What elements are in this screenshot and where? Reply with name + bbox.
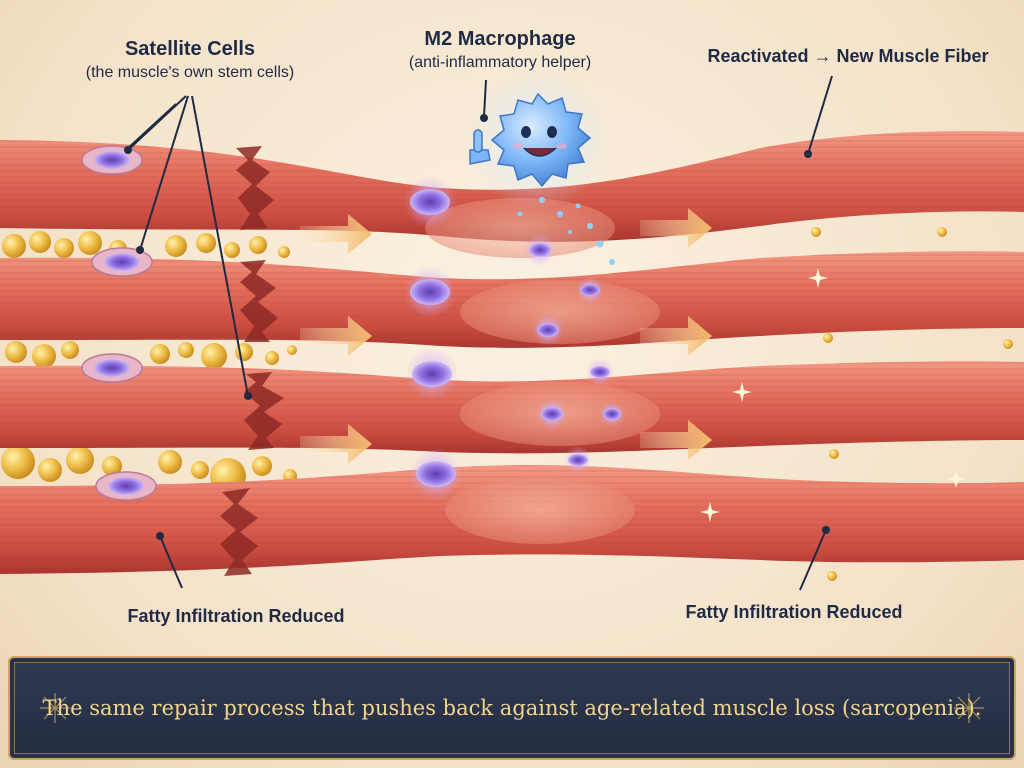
right-arrow-icon [640,316,712,356]
smiling-macrophage-icon [468,70,608,210]
fatty-infiltration-left-label: Fatty Infiltration Reduced [127,606,345,626]
fat-dots-right [811,227,1013,581]
signal-particles [517,197,615,265]
macrophage-title: M2 Macrophage [424,28,576,50]
right-arrow-icon [640,420,712,460]
right-arrow-icon [300,316,372,356]
satellite-cells-dormant [81,145,157,501]
summary-banner: The same repair process that pushes back… [8,656,1016,760]
leader-lines [125,75,833,591]
sparkle-icons [700,268,965,522]
leader-dots [124,114,830,540]
banner-text: The same repair process that pushes back… [42,696,982,720]
macrophage-subtitle: (anti-inflammatory helper) [408,54,592,71]
satellite-cells-subtitle: (the muscle's own stem cells) [85,64,295,81]
fat-droplets [1,231,297,494]
right-arrow-icons [300,208,712,464]
right-arrow-icon [300,424,372,464]
sparkle-icon [808,268,828,288]
sparkle-icon [732,382,752,402]
sparkle-icon [700,502,720,522]
satellite-cells-activated [404,176,625,500]
reactivated-label: Reactivated → New Muscle Fiber [707,46,989,66]
fatty-infiltration-right-label: Fatty Infiltration Reduced [685,602,903,622]
satellite-cells-title: Satellite Cells [124,38,256,60]
sparkle-icon [947,470,965,488]
damaged-zones [220,146,284,576]
right-arrow-icon [640,208,712,248]
right-arrow-icon [300,214,372,254]
banner-decoration [40,693,984,723]
thumbs-up-icon [469,129,491,165]
